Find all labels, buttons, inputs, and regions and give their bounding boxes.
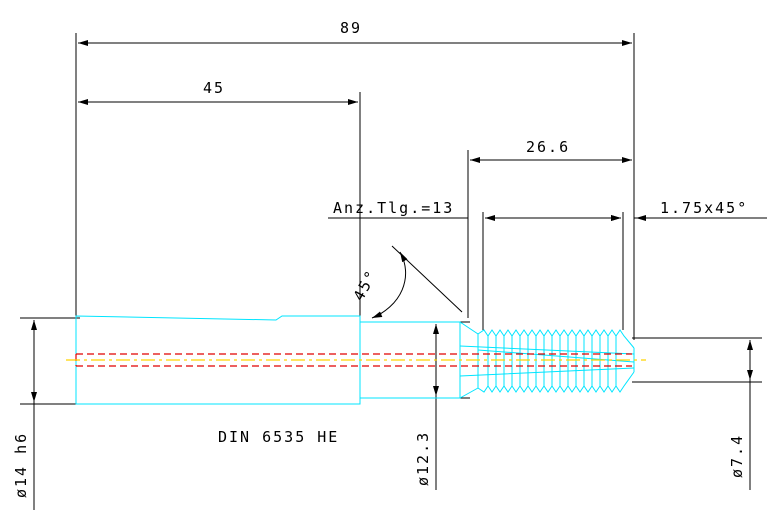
thread-top [477, 329, 635, 349]
flute-count-label: Anz.Tlg.=13 [333, 199, 454, 217]
tool-outline [75, 315, 635, 405]
extension-lines [20, 33, 767, 405]
angle-arc [371, 251, 408, 319]
shank-length-label: 45 [203, 79, 225, 97]
shank-diameter-label: ø14 h6 [12, 432, 30, 498]
thread-length-label: 26.6 [526, 138, 570, 156]
chamfer-label: 1.75x45° [660, 199, 748, 217]
dimension-lines [31, 40, 753, 510]
thread-bottom [477, 371, 635, 393]
neck-diameter-label: ø12.3 [414, 431, 432, 486]
thread-diameter-label: ø7.4 [728, 434, 746, 478]
neck-chamfer [459, 321, 479, 399]
thread-crests [487, 336, 617, 386]
shank [75, 315, 361, 405]
angle-label: 45° [350, 266, 381, 304]
standard-label: DIN 6535 HE [218, 428, 339, 446]
overall-length-label: 89 [340, 19, 362, 37]
